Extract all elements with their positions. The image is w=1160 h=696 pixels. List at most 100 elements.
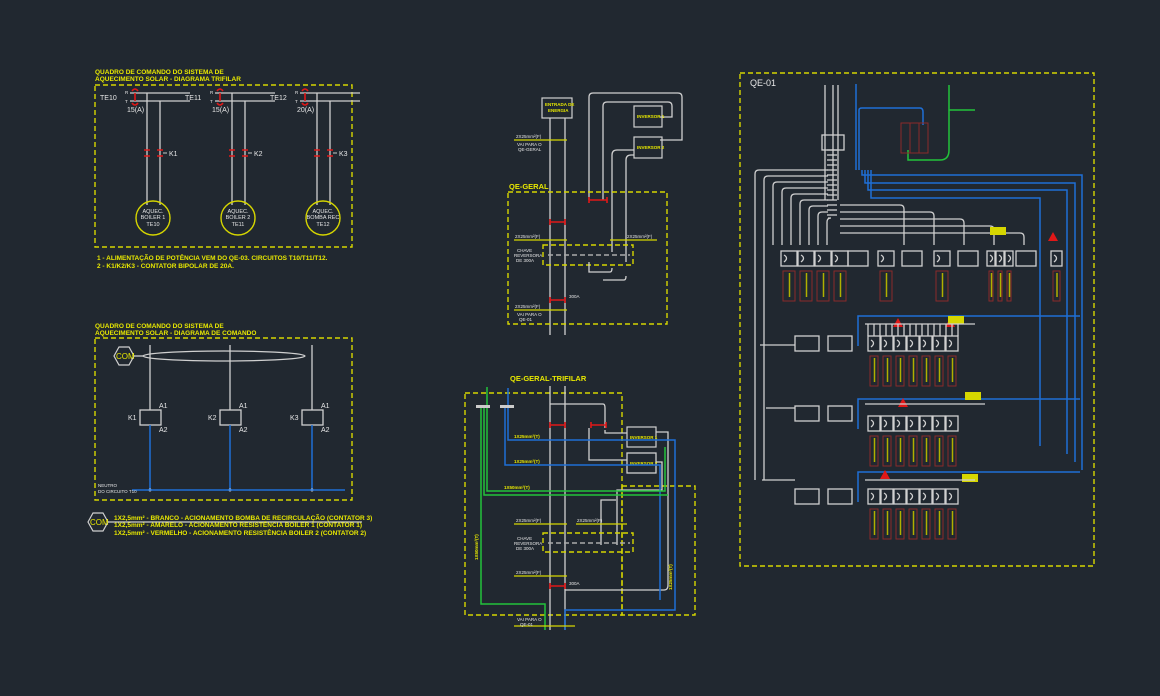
phase-r-label: R <box>125 90 129 95</box>
breaker-module <box>932 488 946 505</box>
qe-geral-trifilar-title: QE-GERAL-TRIFILAR <box>510 374 587 383</box>
legend-line-1: 1X2,5mm² - BRANCO - ACIONAMENTO BOMBA DE… <box>114 513 372 522</box>
breaker-module <box>995 250 1005 267</box>
breaker-rating: 15(A) <box>212 107 229 114</box>
circuit-tag-block <box>908 355 918 387</box>
coil-a2: A2 <box>321 427 330 434</box>
cable-green-label: 1X50mm²(T) <box>504 485 530 490</box>
label-tag <box>962 474 978 482</box>
legend-line-3: 1X2,5mm² - VERMELHO - ACIONAMENTO RESIST… <box>114 528 366 537</box>
breaker-module <box>1050 250 1063 267</box>
qe-geral-diagram: ENTRADA DE ENERGIA INVERSOR 1 INVERSOR 2… <box>507 92 683 335</box>
breaker-module <box>919 488 933 505</box>
circuit-tag: TE12 <box>270 95 287 102</box>
circuit-tag-block <box>869 508 879 540</box>
breaker-module <box>880 415 894 432</box>
chave-label-2: REVERSORA <box>514 253 542 258</box>
legend-com-label: COM <box>90 518 109 527</box>
circuit-tag-block <box>1006 270 1012 302</box>
dr-module <box>794 335 820 352</box>
circuit-tag-block <box>816 270 830 302</box>
phase-t-label: T <box>295 99 298 104</box>
trifilar-title-line1: QUADRO DE COMANDO DO SISTEMA DE <box>95 69 224 76</box>
coil-a1: A1 <box>239 403 248 410</box>
circuit-tag-block <box>869 355 879 387</box>
load-label: TE11 <box>232 222 245 228</box>
vai-para-top-1: VAI PARA O <box>517 142 542 147</box>
breaker-module <box>893 415 907 432</box>
dps-device <box>909 122 920 154</box>
trifilar-frame <box>94 84 353 248</box>
breaker-module <box>933 250 951 267</box>
phase-r-label: R <box>295 90 299 95</box>
comando-diagram: QUADRO DE COMANDO DO SISTEMA DE AQUECIME… <box>87 323 372 537</box>
trifilar-chave-2: REVERSORA <box>514 541 542 546</box>
coil-a2: A2 <box>159 427 168 434</box>
cable-bottom-label: 2X25mm²(F) <box>515 304 541 309</box>
dr-module <box>957 250 979 267</box>
circuit-tag-block <box>934 508 944 540</box>
warning-icon <box>880 470 890 479</box>
load-label: TE10 <box>146 222 159 228</box>
coil-icon <box>301 409 324 426</box>
vai-para-bottom-2: QE-01 <box>519 317 533 322</box>
cable-blue-vertical-label: 1X25mm²(T) <box>668 564 673 590</box>
circuit-tag-block <box>895 435 905 467</box>
breaker-module <box>867 488 881 505</box>
circuit-tag-block <box>935 270 949 302</box>
circuit-tag-block <box>833 270 847 302</box>
trifilar-inversor-2-label: INVERSOR 2 <box>630 461 658 466</box>
label-tag <box>990 227 1006 235</box>
warning-icon <box>898 398 908 407</box>
coil-a1: A1 <box>321 403 330 410</box>
breaker-module <box>814 250 832 267</box>
circuit-tag-block <box>947 435 957 467</box>
trifilar-note-2: 2 - K1/K2/K3 - CONTATOR BIPOLAR DE 20A. <box>97 263 234 270</box>
chave-label-3: DE 300A <box>516 258 534 263</box>
qe-geral-trifilar-frame <box>464 392 623 616</box>
load-label: AQUEC. <box>227 209 249 215</box>
circuit-tag-block <box>869 435 879 467</box>
cable-mid-right-label: 2X25mm²(F) <box>627 234 653 239</box>
cable-top-label: 2X25mm²(F) <box>516 134 542 139</box>
trifilar-vai-para-2: QE-01 <box>520 622 534 627</box>
circuit-tag-block <box>1052 270 1061 302</box>
label-tag <box>948 316 964 324</box>
breaker-module <box>893 335 907 352</box>
trifilar-breaker-qe01 <box>549 583 566 589</box>
com-cable-bundle <box>142 350 306 362</box>
trifilar-breakers <box>549 422 607 428</box>
breaker-icon <box>216 88 224 106</box>
qe-geral-trifilar-diagram: QE-GERAL-TRIFILAR INVERSOR 1 INVERSOR 2 … <box>464 374 696 630</box>
breaker-rating: 20(A) <box>297 107 314 114</box>
breaker-module <box>780 250 798 267</box>
dr-module <box>1015 250 1037 267</box>
breaker-module <box>1004 250 1014 267</box>
trifilar-note-1: 1 - ALIMENTAÇÃO DE POTÊNCIA VEM DO QE-03… <box>97 253 328 262</box>
terra-bar <box>476 405 490 408</box>
coil-name: K1 <box>128 415 137 422</box>
load-label: BOILER 1 <box>141 215 166 221</box>
circuit-tag-block <box>879 270 893 302</box>
load-label: AQUEC. <box>312 209 334 215</box>
cable-green-vertical-label: 1X50mm²(T) <box>474 534 479 560</box>
breaker-qe01 <box>549 297 566 303</box>
entrada-label-2: ENERGIA <box>548 108 569 113</box>
contactor-label: K2 <box>254 151 263 158</box>
vai-para-top-2: QE-GERAL <box>518 147 542 152</box>
qe01-frame <box>739 72 1095 567</box>
dr-module <box>901 250 923 267</box>
breaker-module <box>797 250 815 267</box>
contactor-icon <box>229 149 248 157</box>
heater-load-icon <box>135 200 171 236</box>
trifilar-cable-right-label: 2X25mm²(F) <box>577 518 603 523</box>
circuit-tag-block <box>895 355 905 387</box>
inversor-2-label: INVERSOR 2 <box>637 145 665 150</box>
load-label: BOILER 2 <box>226 215 251 221</box>
phase-r-label: R <box>210 90 214 95</box>
trifilar-chave-1: CHAVE <box>517 536 532 541</box>
comando-title-line1: QUADRO DE COMANDO DO SISTEMA DE <box>95 323 224 330</box>
